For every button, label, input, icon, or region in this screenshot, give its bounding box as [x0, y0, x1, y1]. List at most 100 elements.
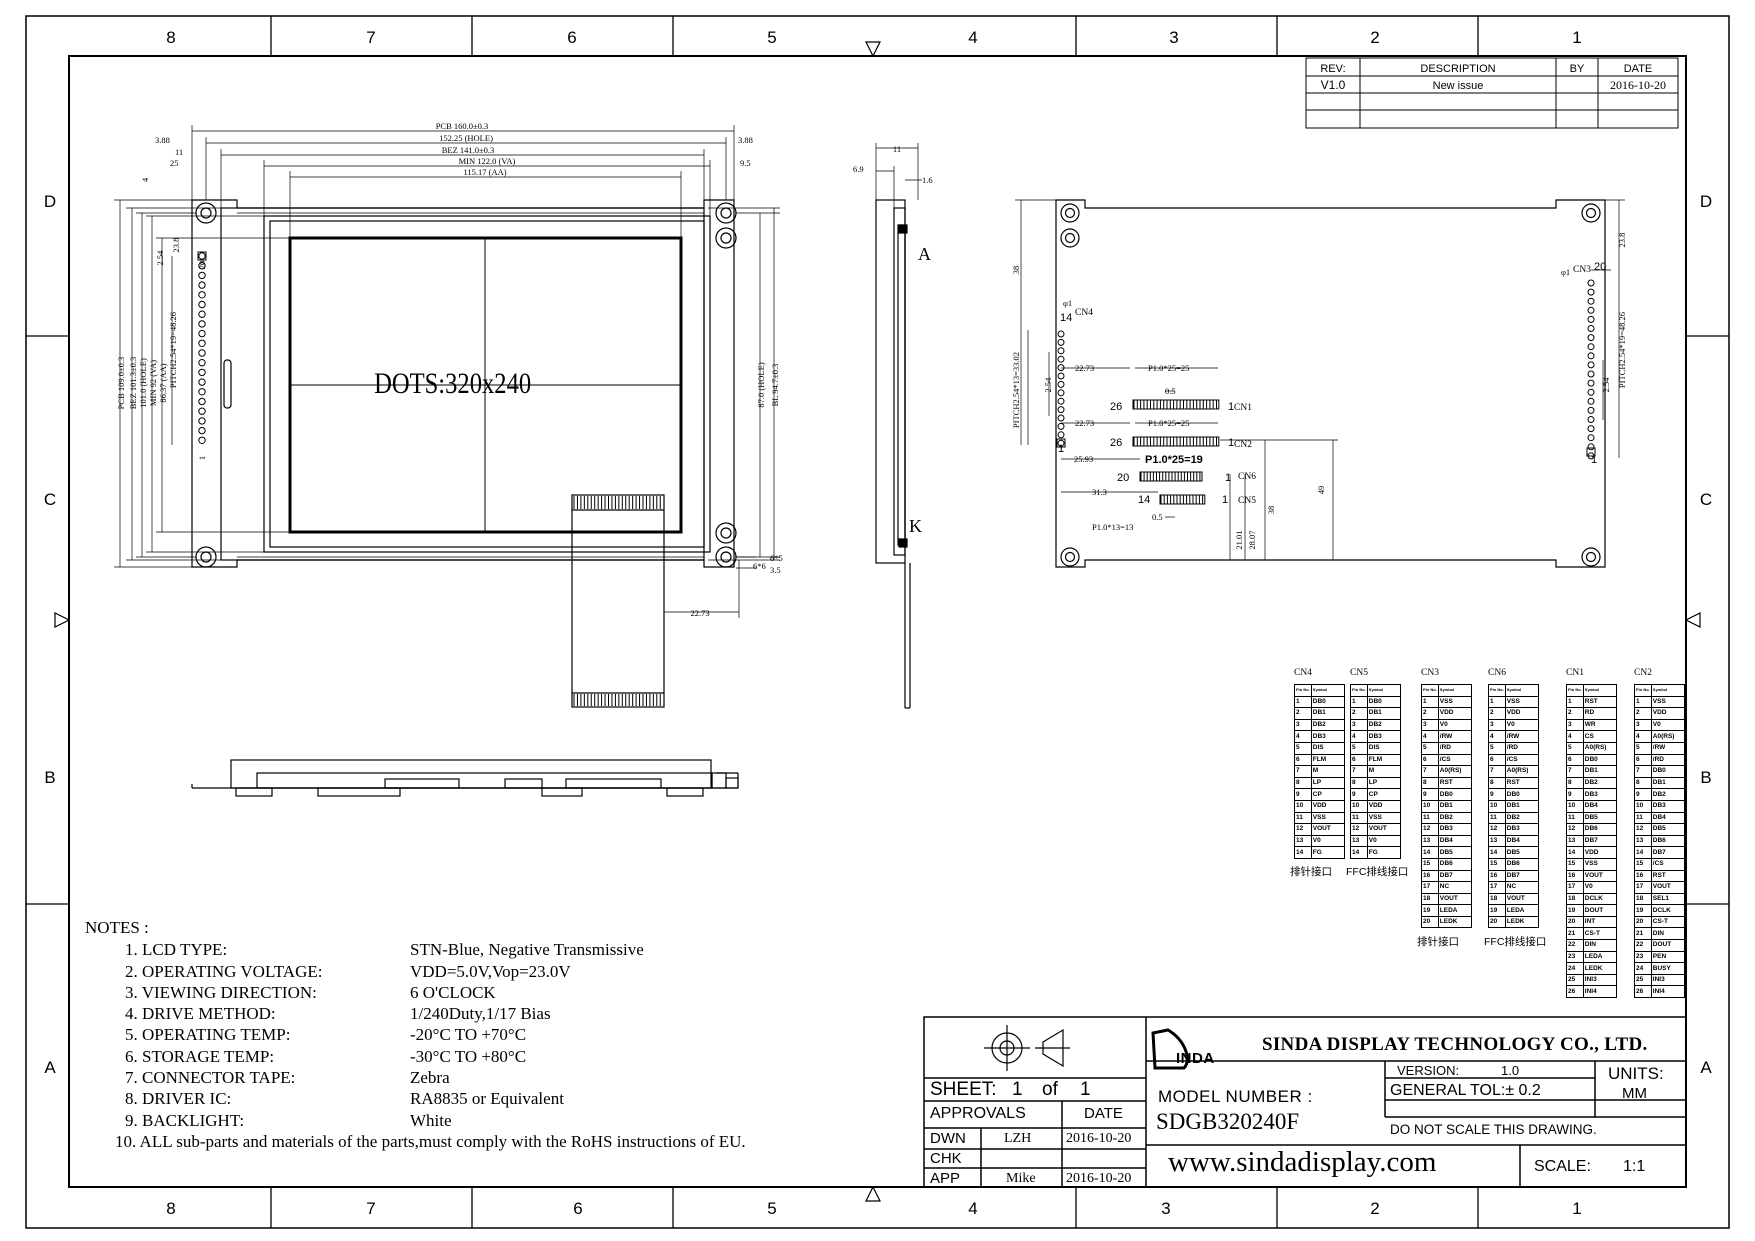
- pin-number: 12: [1634, 823, 1652, 836]
- cn2-label: CN2: [1234, 440, 1252, 450]
- side-view: [875, 143, 922, 709]
- table-row: 6/RD: [1634, 753, 1685, 767]
- pin-number: 15: [1488, 857, 1506, 871]
- sheet-of: of: [1042, 1079, 1058, 1100]
- table-row: 6/CS: [1488, 753, 1539, 767]
- pin-number: 13: [1350, 834, 1368, 848]
- cn3-pin: [1587, 434, 1595, 442]
- note-value: VDD=5.0V,Vop=23.0V: [410, 961, 571, 981]
- pin-symbol: A0(RS): [1504, 765, 1539, 778]
- pin-number: 15: [1634, 857, 1652, 871]
- pin-number: 10: [1421, 799, 1439, 813]
- pin-number: 5: [1421, 741, 1439, 755]
- pin-hole: [198, 368, 206, 377]
- side-dim-1-6: 1.6: [922, 175, 933, 185]
- pin-symbol: DB4: [1504, 834, 1539, 848]
- pin-number: 17: [1566, 881, 1584, 894]
- app-label: APP: [930, 1170, 961, 1187]
- pin-symbol: M: [1310, 765, 1345, 778]
- pin-number: 2: [1294, 707, 1312, 720]
- pin-number: 7: [1421, 765, 1439, 778]
- cn5-label: CN5: [1238, 496, 1256, 506]
- pin-symbol: VDD: [1310, 799, 1345, 813]
- pin-symbol: DB2: [1582, 776, 1617, 790]
- logo-text: INDA: [1176, 1050, 1215, 1067]
- pin-number: 6: [1566, 753, 1584, 767]
- pin-table-title: CN5: [1350, 668, 1368, 678]
- pin-table-footer: 排针接口: [1290, 866, 1332, 878]
- pin-symbol: DB1: [1650, 776, 1685, 790]
- cn3-pin: [1587, 306, 1595, 314]
- note-value: 6 O'CLOCK: [410, 982, 496, 1002]
- back-dim-text: 38: [1266, 506, 1276, 515]
- pin-number: 1: [1566, 695, 1584, 709]
- pin-table-head-cell: Symbol: [1366, 684, 1401, 697]
- pin-symbol: /RD: [1504, 741, 1539, 755]
- dwn-date: 2016-10-20: [1066, 1131, 1132, 1146]
- cn3-pin: [1587, 388, 1595, 396]
- pin-table-header: Pin No.Symbol: [1488, 684, 1539, 697]
- frame-row-left-label: B: [44, 768, 55, 787]
- cn3-pin-1: [1586, 447, 1596, 457]
- notes-title: NOTES :: [85, 918, 149, 937]
- pin-number: 1: [1294, 695, 1312, 709]
- scale-label: SCALE:: [1534, 1158, 1591, 1175]
- pin-number: 11: [1421, 811, 1439, 825]
- pin-symbol: VOUT: [1582, 869, 1617, 883]
- pin-number-label: 1: [1058, 443, 1064, 455]
- note-label: 1. LCD TYPE:: [125, 940, 228, 960]
- pin-number: 6: [1634, 753, 1652, 767]
- pin-number: 24: [1566, 962, 1584, 975]
- pin-table-footer: FFC排线接口: [1346, 866, 1409, 878]
- pin-symbol: A0(RS): [1437, 765, 1472, 778]
- pin-symbol: VOUT: [1504, 892, 1539, 906]
- ffc-body: [1132, 436, 1220, 447]
- dim-top: PCB 160.0±0.3: [436, 121, 489, 131]
- note-value: RA8835 or Equivalent: [410, 1089, 564, 1109]
- pin-table-title: CN6: [1488, 668, 1506, 678]
- frame-col-top-label: 7: [366, 28, 375, 47]
- pin-number-label: 26: [1110, 401, 1122, 413]
- note-row: 1. LCD TYPE:STN-Blue, Negative Transmiss…: [85, 939, 915, 960]
- dim-top: 115.17 (AA): [463, 167, 506, 177]
- side-dim-11: 11: [893, 144, 901, 154]
- pin-number: 11: [1294, 811, 1312, 825]
- cn3-pin: [1587, 397, 1595, 405]
- pin-number: 13: [1488, 834, 1506, 848]
- dim-top-left: 25: [170, 158, 179, 168]
- back-dim-text: 38: [1011, 266, 1021, 275]
- pin-symbol: DB6: [1437, 857, 1472, 871]
- cn3-label: CN3: [1573, 265, 1591, 275]
- approvals-label: APPROVALS: [930, 1105, 1026, 1122]
- pin-table-title: CN4: [1294, 668, 1312, 678]
- pin-symbol: DB7: [1437, 869, 1472, 883]
- pin-number: 9: [1294, 788, 1312, 801]
- pin-number: 2: [1421, 707, 1439, 720]
- pin-symbol: INI3: [1650, 973, 1685, 987]
- pin-symbol: DB2: [1437, 811, 1472, 825]
- front-pin-header: [197, 251, 207, 444]
- ffc-body: [1139, 471, 1203, 482]
- pin-symbol: DB3: [1582, 788, 1617, 801]
- pin-symbol: DB0: [1310, 695, 1345, 709]
- note-row: 6. STORAGE TEMP:-30°C TO +80°C: [85, 1046, 915, 1067]
- rev-header-desc: DESCRIPTION: [1420, 63, 1495, 75]
- side-dim-6-9: 6.9: [853, 164, 864, 174]
- pin-number: 4: [1350, 730, 1368, 743]
